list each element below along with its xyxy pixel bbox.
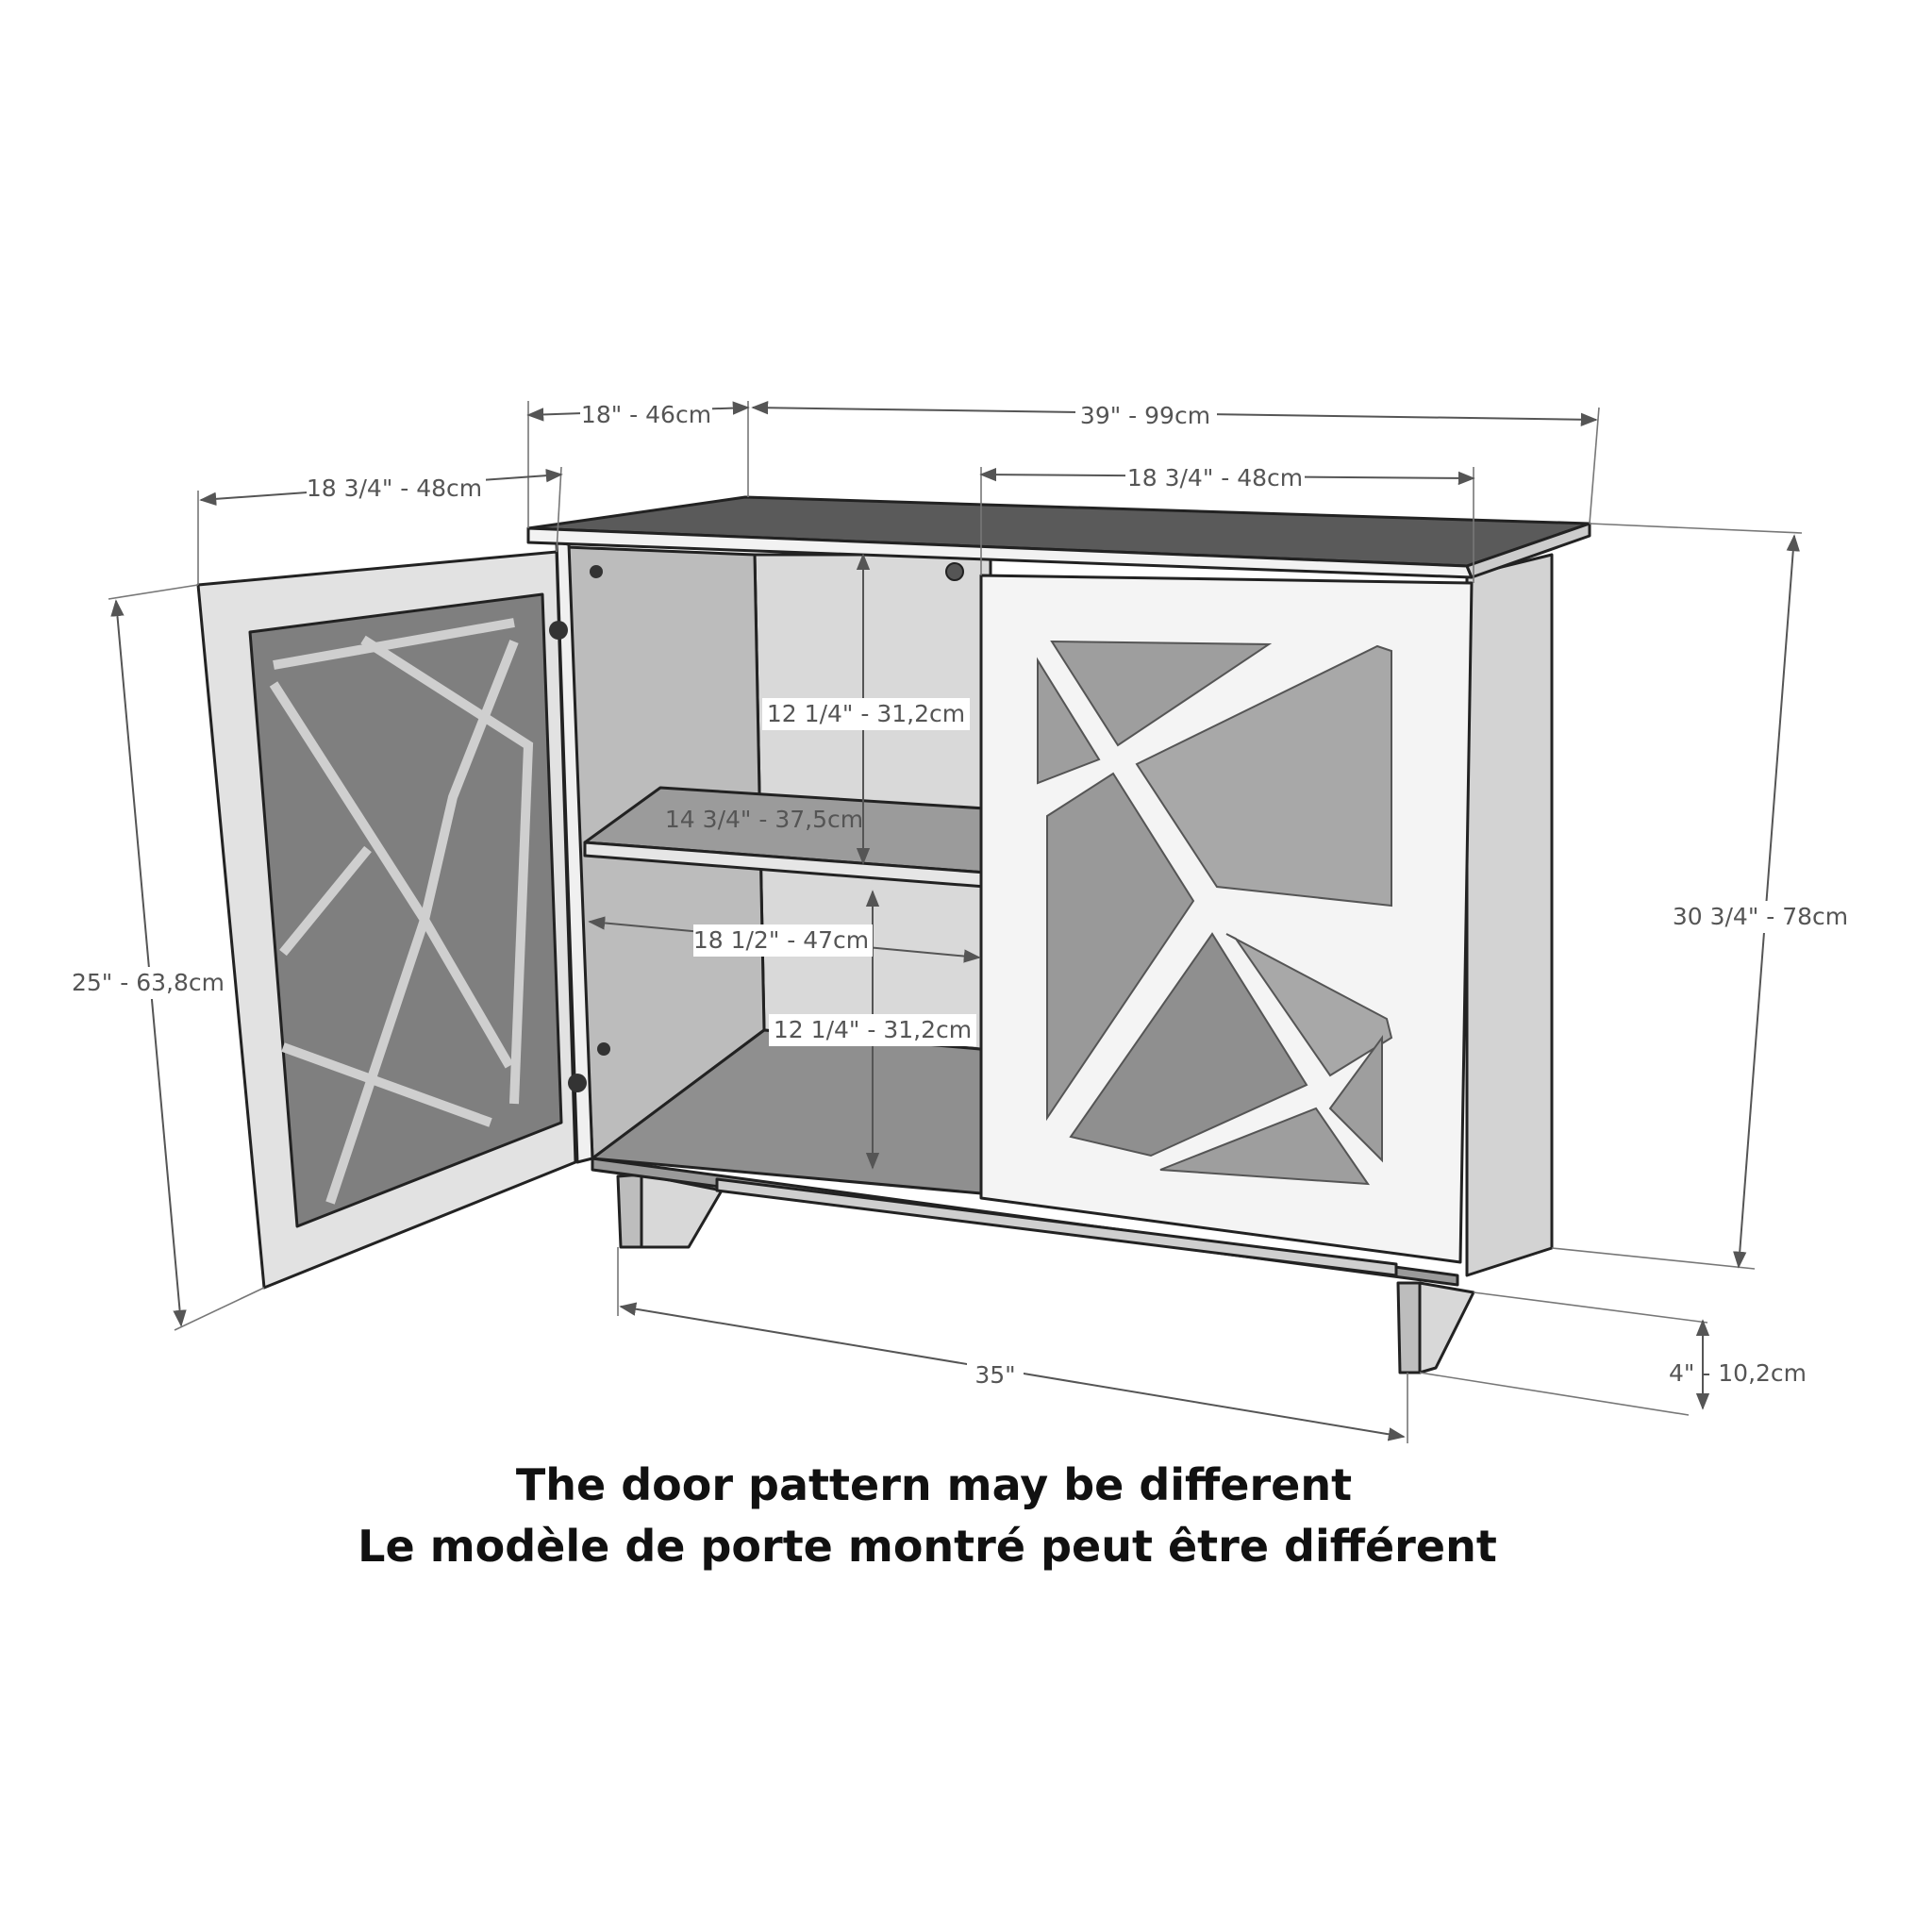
right-leg xyxy=(1396,1281,1422,1374)
label-depth-top: 18" - 46cm xyxy=(581,401,711,428)
top-hinge xyxy=(945,562,964,581)
glass-pane xyxy=(1328,1034,1383,1163)
caption-french: Le modèle de porte montré peut être diff… xyxy=(358,1521,1497,1572)
door-lattice xyxy=(325,640,519,1205)
hinge-hole xyxy=(597,1042,610,1056)
label-height-total: 30 3/4" - 78cm xyxy=(1673,903,1848,930)
hinge-knob xyxy=(568,1074,587,1092)
caption-english: The door pattern may be different xyxy=(516,1459,1352,1510)
hinge-hole xyxy=(590,565,603,578)
dimension-labels: 18" - 46cm 39" - 99cm 18 3/4" - 48cm 18 … xyxy=(68,398,1857,1391)
glass-pane xyxy=(1225,933,1393,1077)
glass-pane xyxy=(1159,1107,1370,1186)
right-side-panel xyxy=(1465,553,1554,1277)
glass-pane xyxy=(1050,640,1273,747)
door-lattice xyxy=(360,635,534,1105)
caption: The door pattern may be different Le mod… xyxy=(358,1459,1497,1572)
label-door-width-open: 18 3/4" - 48cm xyxy=(307,475,482,502)
door-lattice xyxy=(281,1042,492,1127)
label-shelf-depth: 14 3/4" - 37,5cm xyxy=(665,806,863,833)
label-leg-span: 35" xyxy=(974,1361,1015,1389)
left-leg xyxy=(616,1173,643,1249)
label-width-top: 39" - 99cm xyxy=(1080,402,1210,429)
closed-right-door xyxy=(979,574,1474,1264)
left-leg-side xyxy=(640,1173,724,1249)
glass-pane xyxy=(1069,932,1308,1158)
glass-pane xyxy=(1135,644,1392,908)
bottom-apron xyxy=(715,1177,1398,1277)
open-left-door xyxy=(196,550,587,1290)
glass-pane xyxy=(1046,772,1195,1122)
cabinet-top-side-edge xyxy=(1465,522,1591,579)
right-leg-side xyxy=(1418,1281,1475,1374)
label-inner-depth: 18 1/2" - 47cm xyxy=(693,926,869,954)
door-lattice xyxy=(273,618,515,670)
label-door-height: 25" - 63,8cm xyxy=(72,969,225,996)
open-door-inner-frame xyxy=(248,592,563,1228)
hinge-knob xyxy=(549,621,568,640)
label-upper-opening: 12 1/4" - 31,2cm xyxy=(767,700,965,727)
door-lattice xyxy=(279,845,372,957)
label-leg-height: 4" - 10,2cm xyxy=(1669,1359,1807,1387)
glass-pane xyxy=(1037,657,1101,785)
label-door-width-closed: 18 3/4" - 48cm xyxy=(1127,464,1303,491)
label-lower-opening: 12 1/4" - 31,2cm xyxy=(774,1016,972,1043)
dimension-line-door-height xyxy=(110,599,187,1327)
